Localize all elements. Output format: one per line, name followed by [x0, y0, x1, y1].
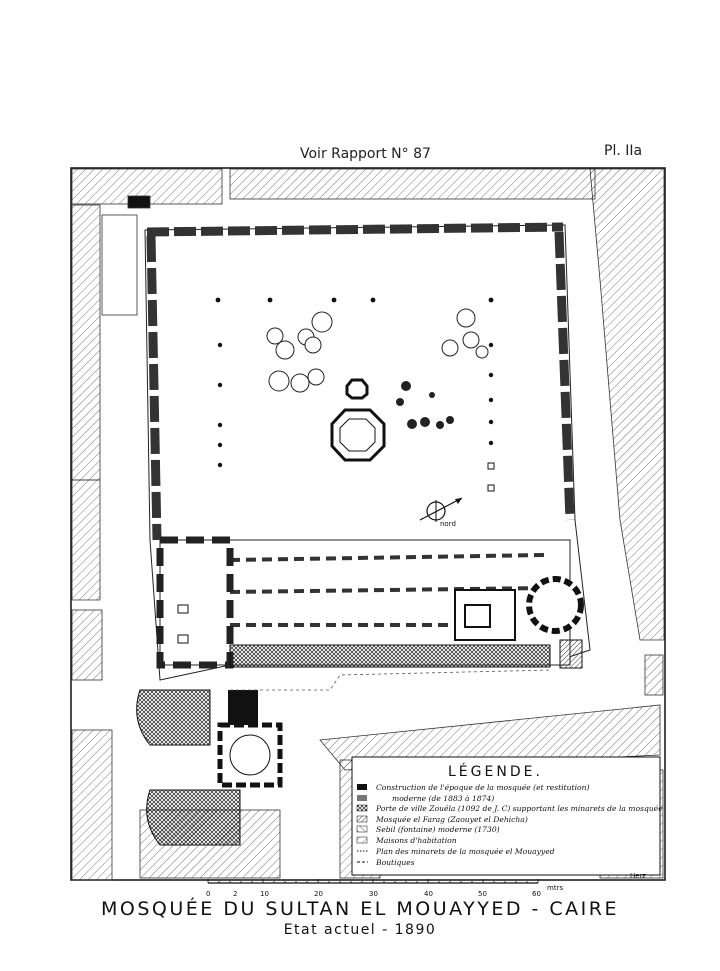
- legend-item: Plan des minarets de la mosquée el Mouay…: [375, 847, 555, 856]
- scale-tick-label: 40: [424, 890, 433, 898]
- swatch-hatch-dense: [356, 815, 368, 823]
- swatch-solid-gray: [357, 795, 367, 801]
- swatch-crosshatch: [356, 804, 368, 812]
- north-label: nord: [440, 520, 456, 528]
- scale-tick-label: 60: [532, 890, 541, 898]
- legend-item: Mosquée el Farag (Zaouyet el Dehicha): [375, 815, 528, 824]
- fountain: [330, 378, 386, 462]
- trees: [266, 308, 489, 393]
- report-reference: Voir Rapport N° 87: [300, 146, 431, 162]
- legend-item: Boutiques: [375, 858, 415, 867]
- map-frame: [70, 167, 666, 881]
- legend-item: moderne (de 1883 à 1874): [392, 794, 494, 803]
- legend: LÉGENDE. Construction de l'époque de la …: [351, 756, 663, 876]
- scale-tick-label: 50: [478, 890, 487, 898]
- legend-item: Maisons d'habitation: [375, 836, 457, 845]
- scale-tick-label: 20: [314, 890, 323, 898]
- scale-tick-label: 30: [369, 890, 378, 898]
- north-arrow-icon: [419, 497, 463, 522]
- swatch-hatch-medium: [356, 825, 368, 833]
- shrubs: [396, 381, 454, 429]
- legend-item: Porte de ville Zouéla (1092 de J. C) sup…: [375, 804, 663, 813]
- boutiques-line: [230, 669, 551, 691]
- swatch-solid-black: [357, 784, 367, 790]
- plate-number: Pl. IIa: [604, 143, 643, 159]
- scale-unit: mtrs: [547, 884, 563, 892]
- map-subtitle: Etat actuel - 1890: [283, 922, 437, 938]
- scale-tick-label: 10: [260, 890, 269, 898]
- scale-bar: 0 2 10 20 30 40 50 60 mtrs: [206, 879, 563, 898]
- legend-title: LÉGENDE.: [448, 763, 543, 780]
- legend-item: Construction de l'époque de la mosquée (…: [376, 783, 589, 792]
- scale-tick-label: 2: [233, 890, 237, 898]
- map-title: MOSQUÉE DU SULTAN EL MOUAYYED - CAIRE: [101, 898, 619, 920]
- legend-item: Sebil (fontaine) moderne (1730): [376, 825, 500, 834]
- scale-tick-label: 0: [206, 890, 210, 898]
- swatch-hatch-light: [356, 836, 368, 844]
- prayer-hall: [156, 536, 584, 669]
- courtyard-columns: [215, 297, 495, 492]
- engraver-signature: Herz: [630, 872, 646, 880]
- zouela-gate: [136, 689, 283, 846]
